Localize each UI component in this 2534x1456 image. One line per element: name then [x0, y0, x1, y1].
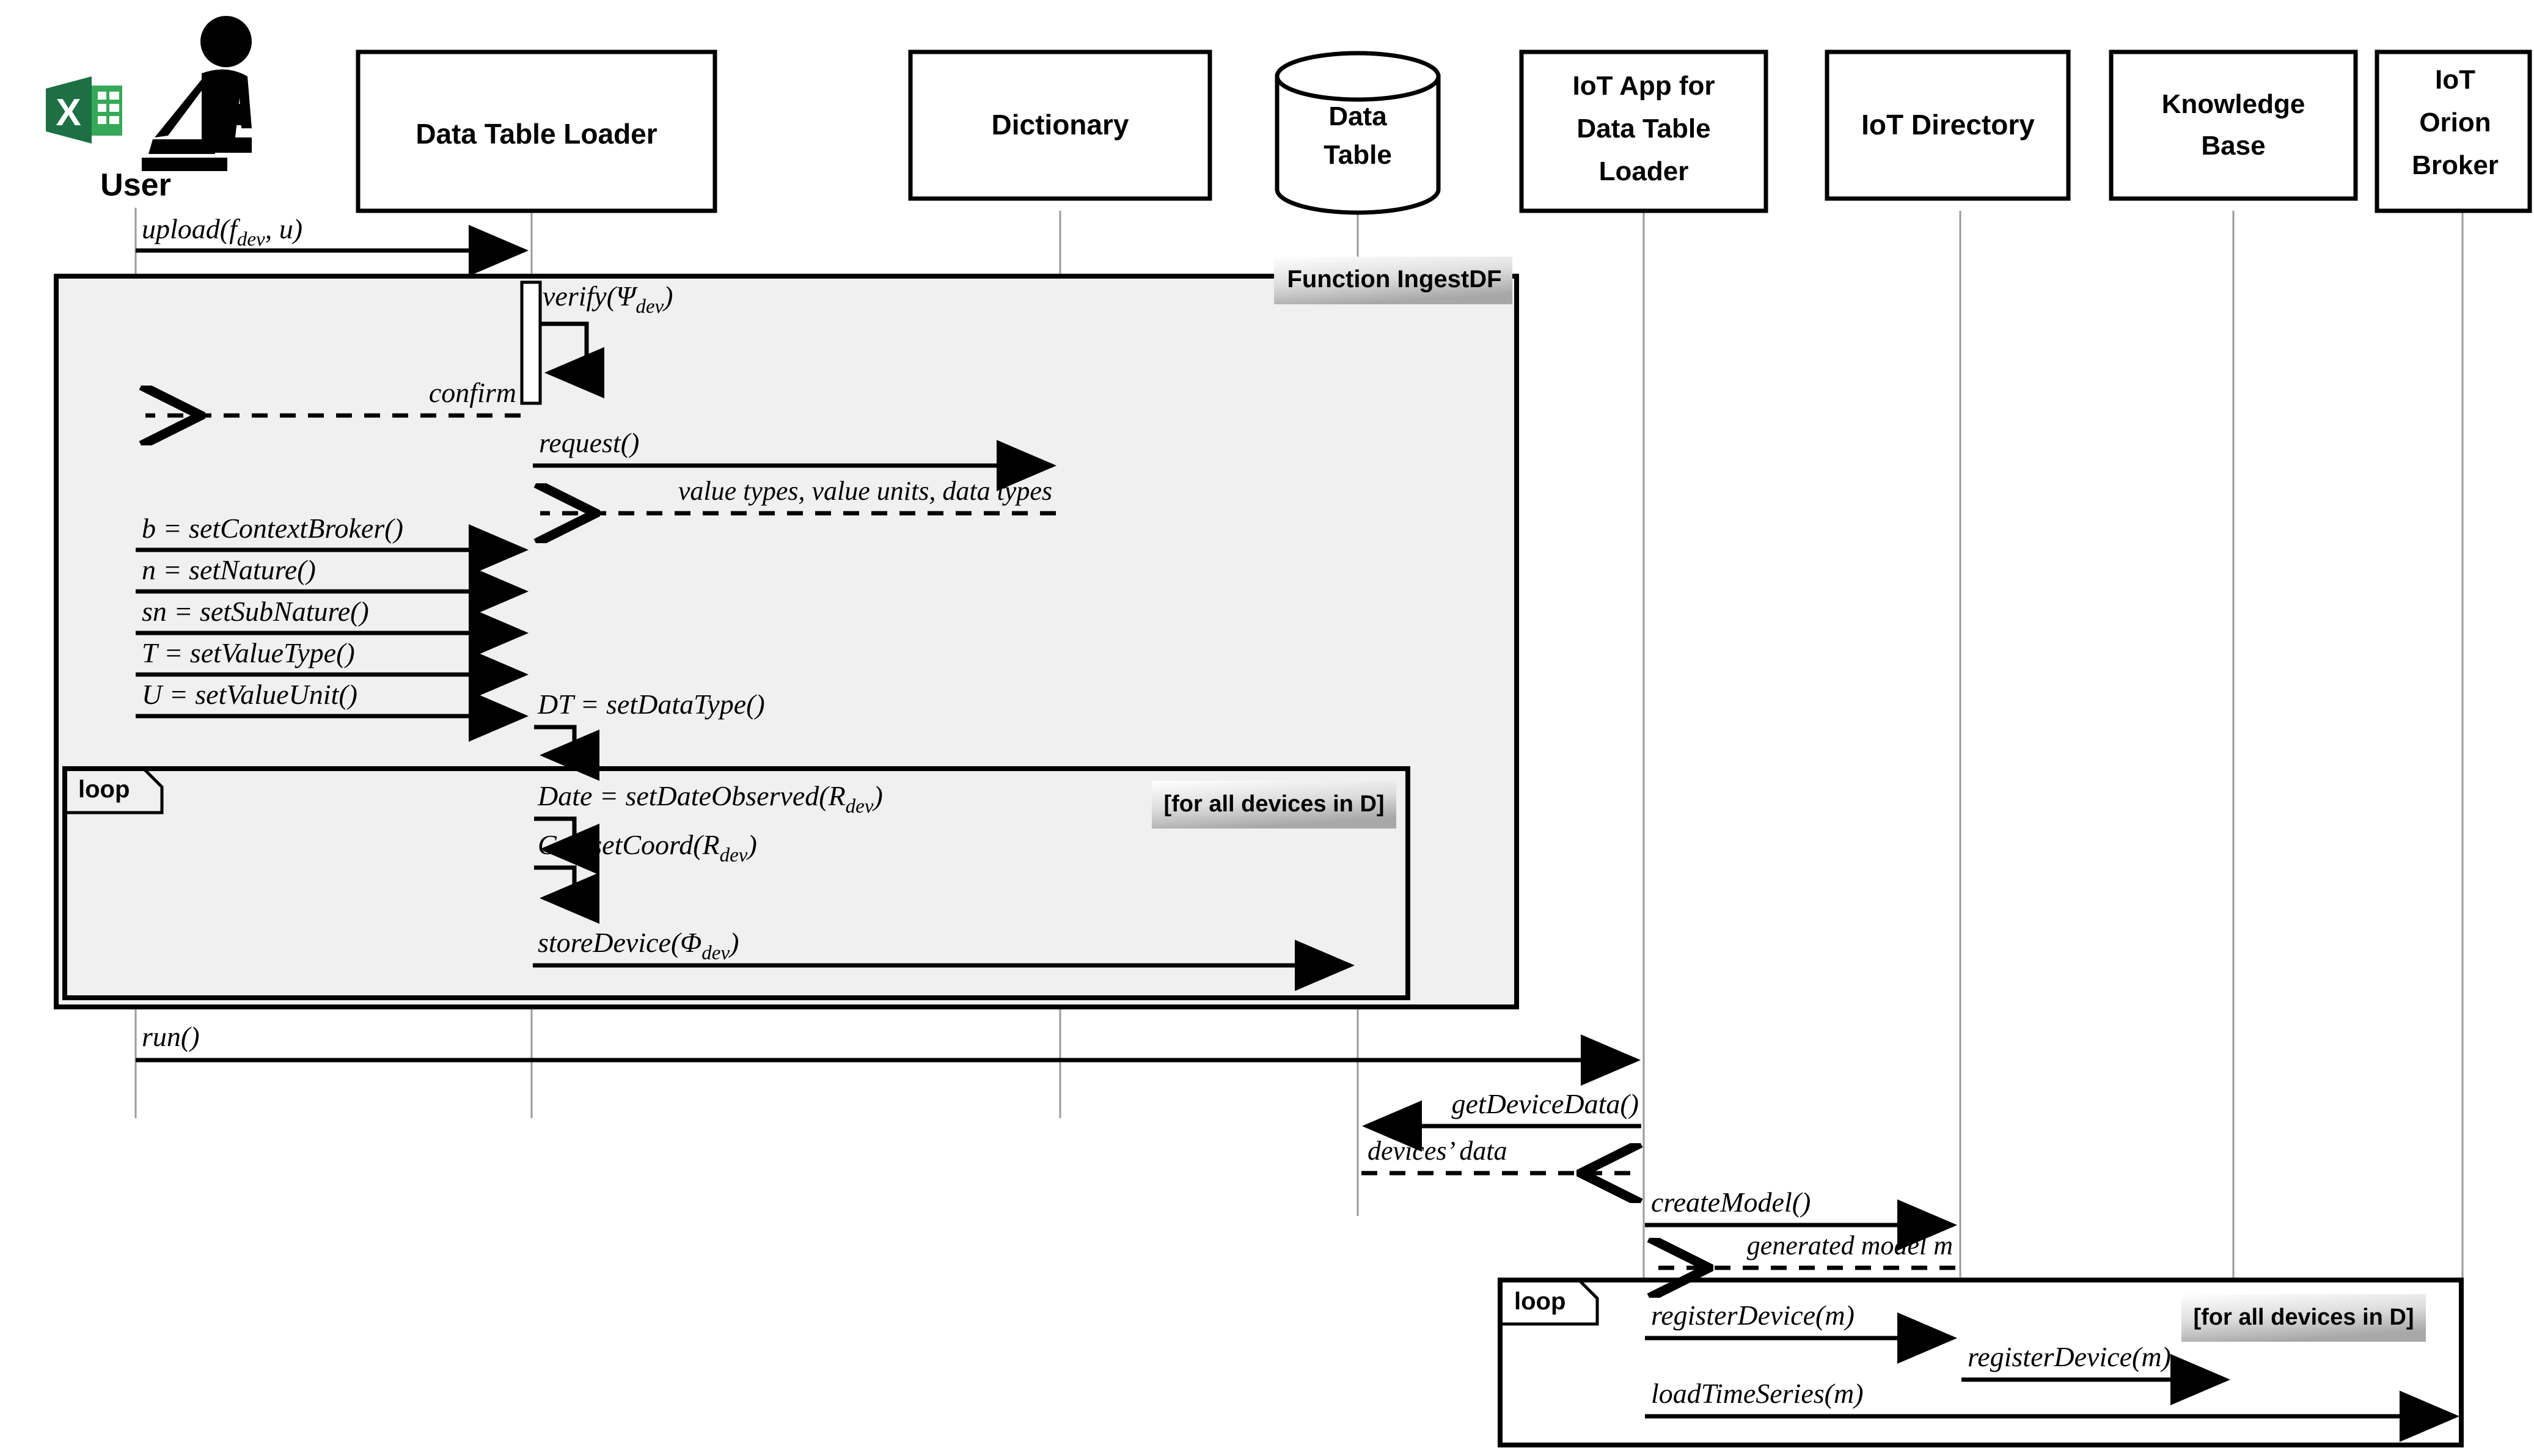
message-confirm: confirm [145, 377, 521, 415]
actor-label-user: User [100, 167, 171, 203]
header-label-iot-app-line3: Loader [1599, 156, 1689, 186]
header-boxes [356, 49, 2532, 215]
message-get-device-data: getDeviceData() [1362, 1088, 1641, 1152]
message-label-create-model: createModel() [1651, 1187, 1811, 1218]
message-label-set-date-observed: Date = setDateObserved(Rdev) [537, 780, 883, 818]
message-label-set-data-type: DT = setDataType() [537, 689, 765, 720]
activation-bar-dtl-verify [520, 280, 542, 405]
guard-note-loop-devices: [for all devices in D] [1152, 781, 1396, 829]
message-label-register-device-kb: registerDevice(m) [1968, 1341, 2171, 1372]
message-set-data-type: DT = setDataType() [534, 689, 765, 781]
fragment-tag-loop-register: loop [1514, 1288, 1565, 1315]
header-label-iot-app-line1: IoT App for [1573, 71, 1715, 101]
message-label-request: request() [539, 427, 639, 458]
message-devices-data: devices’ data [1361, 1136, 1636, 1173]
message-register-device-app: registerDevice(m) [1645, 1300, 1957, 1364]
message-label-set-nature: n = setNature() [142, 554, 316, 585]
guard-label-loop-devices: [for all devices in D] [1163, 791, 1384, 817]
message-run: run() [136, 1021, 1641, 1086]
header-box-iot-directory[interactable] [1825, 49, 2071, 201]
message-set-coord: G = setCoord(Rdev) [534, 829, 757, 924]
header-label-broker-line3: Broker [2412, 150, 2499, 180]
message-label-load-time-series: loadTimeSeries(m) [1651, 1378, 1864, 1409]
svg-text:X: X [56, 92, 81, 134]
message-generated-model: generated model m [1653, 1231, 1955, 1268]
message-label-confirm: confirm [429, 377, 516, 408]
message-store-device: storeDevice(Φdev) [533, 927, 1355, 991]
message-upload: upload(fdev, u) [136, 213, 529, 276]
message-register-device-kb: registerDevice(m) [1961, 1341, 2230, 1405]
header-label-data-table-line2: Table [1324, 140, 1392, 170]
message-label-set-context-broker: b = setContextBroker() [142, 513, 403, 544]
header-label-kb-line2: Base [2201, 131, 2265, 161]
message-load-time-series: loadTimeSeries(m) [1645, 1378, 2459, 1442]
message-label-upload: upload(fdev, u) [142, 213, 302, 251]
guard-label-loop-register: [for all devices in D] [2193, 1304, 2414, 1330]
header-box-iot-app[interactable] [1519, 49, 1768, 213]
message-request: request() [533, 427, 1056, 491]
loop-tag-shape-register [1500, 1278, 1599, 1326]
message-label-run: run() [142, 1021, 200, 1052]
header-label-dictionary: Dictionary [992, 109, 1129, 141]
message-label-value-types: value types, value units, data types [678, 476, 1052, 506]
fragment-tag-loop-devices: loop [78, 776, 130, 803]
message-label-set-coord: G = setCoord(Rdev) [538, 829, 757, 866]
message-label-set-value-type: T = setValueType() [142, 637, 355, 668]
message-label-set-sub-nature: sn = setSubNature() [142, 596, 369, 627]
note-label-function-ingestdf: Function IngestDF [1287, 266, 1501, 293]
header-box-iot-orion-broker[interactable] [2375, 49, 2532, 213]
message-set-nature: n = setNature() [136, 554, 529, 617]
message-label-devices-data: devices’ data [1368, 1136, 1507, 1166]
header-box-data-table[interactable] [1275, 51, 1441, 215]
header-box-knowledge-base[interactable] [2109, 49, 2358, 201]
message-set-value-type: T = setValueType() [136, 637, 529, 700]
message-label-set-value-unit: U = setValueUnit() [142, 679, 357, 710]
note-function-ingestdf: Function IngestDF [1274, 257, 1512, 304]
header-label-iot-directory: IoT Directory [1861, 109, 2035, 141]
header-label-dtl: Data Table Loader [416, 118, 657, 150]
header-label-broker-line1: IoT [2435, 65, 2475, 95]
message-label-verify: verify(Ψdev) [543, 280, 673, 318]
guard-note-loop-register: [for all devices in D] [2181, 1294, 2426, 1342]
loop-tag-shape-devices [65, 767, 164, 814]
header-label-data-table-line1: Data [1328, 101, 1387, 131]
header-box-dtl[interactable] [356, 49, 717, 213]
excel-user-icon: X [46, 16, 252, 171]
header-box-dictionary[interactable] [908, 49, 1212, 201]
message-label-generated-model: generated model m [1747, 1231, 1953, 1260]
header-label-iot-app-line2: Data Table [1576, 114, 1710, 144]
message-verify: verify(Ψdev) [540, 280, 673, 398]
message-value-types: value types, value units, data types [540, 476, 1056, 513]
message-set-date-observed: Date = setDateObserved(Rdev) [534, 780, 883, 875]
header-label-kb-line1: Knowledge [2162, 89, 2305, 119]
message-set-sub-nature: sn = setSubNature() [136, 596, 529, 659]
message-set-value-unit: U = setValueUnit() [136, 679, 529, 742]
header-label-broker-line2: Orion [2419, 108, 2491, 137]
message-create-model: createModel() [1645, 1187, 1957, 1251]
message-label-register-device-app: registerDevice(m) [1651, 1300, 1855, 1331]
message-label-store-device: storeDevice(Φdev) [538, 927, 739, 964]
message-set-context-broker: b = setContextBroker() [136, 513, 529, 576]
message-label-get-device-data: getDeviceData() [1451, 1088, 1639, 1119]
